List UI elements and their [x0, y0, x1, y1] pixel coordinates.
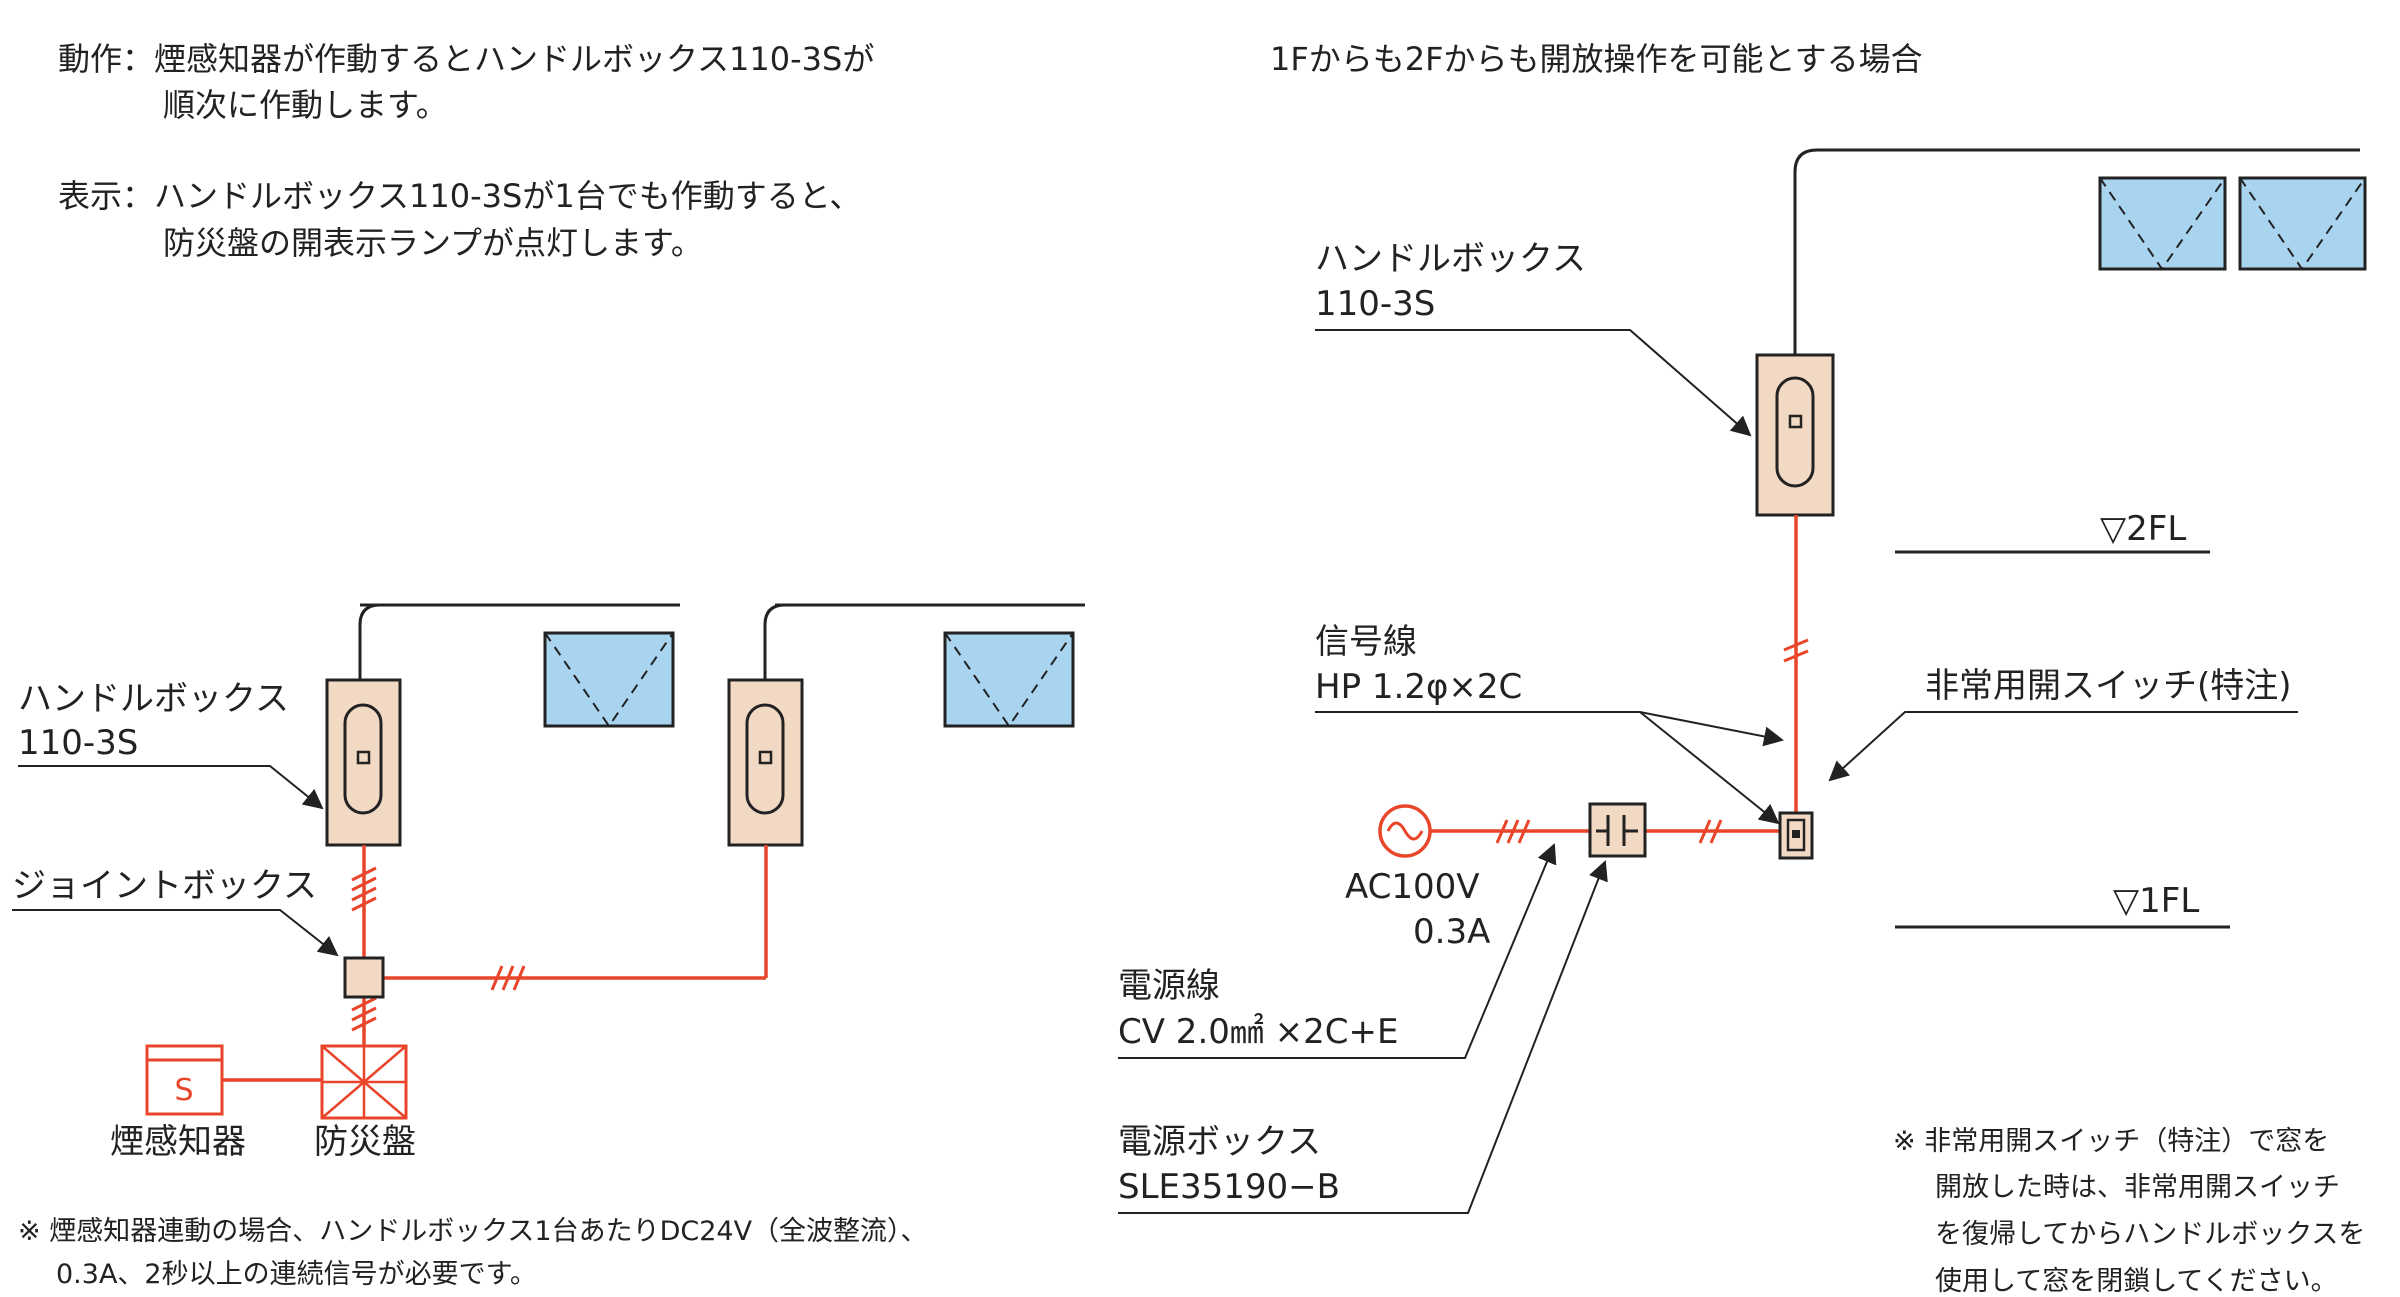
left-note-line-2: 0.3A、2秒以上の連続信号が必要です。 — [56, 1259, 537, 1290]
ac-label-2: 0.3A — [1413, 912, 1490, 952]
power-line-label-1: 電源線 — [1118, 966, 1220, 1006]
switch-leader — [1828, 711, 2298, 782]
left-wiring — [222, 845, 768, 1082]
right-handlebox-label-1: ハンドルボックス — [1315, 239, 1586, 279]
right-note-line-3: を復帰してからハンドルボックスを — [1935, 1219, 2365, 1250]
right-handlebox-leader — [1315, 329, 1752, 437]
floor-1-label: ▽1FL — [2113, 881, 2199, 921]
signal-leader-lower — [1639, 711, 1780, 825]
power-box-label-1: 電源ボックス — [1118, 1122, 1321, 1162]
window-left-1 — [358, 603, 680, 728]
window-right-1 — [2098, 176, 2227, 271]
right-title: 1Fからも2Fからも開放操作を可能とする場合 — [1270, 40, 1923, 78]
signal-line-label-1: 信号線 — [1315, 622, 1417, 662]
window-left-2 — [775, 603, 1085, 728]
smoke-detector-symbol: S — [174, 1073, 193, 1108]
ac-label-1: AC100V — [1345, 867, 1480, 907]
smoke-detector: S — [145, 1044, 224, 1116]
jointbox-label: ジョイントボックス — [12, 866, 317, 906]
signal-line-label-2: HP 1.2φ×2C — [1315, 667, 1522, 707]
operation-line-2: 順次に作動します。 — [163, 86, 448, 124]
right-note-line-4: 使用して窓を閉鎖してください。 — [1935, 1266, 2338, 1297]
left-handlebox-label-1: ハンドルボックス — [18, 679, 289, 719]
display-line-2: 防災盤の開表示ランプが点灯します。 — [163, 224, 703, 262]
right-note-line-2: 開放した時は、非常用開スイッチ — [1935, 1172, 2340, 1203]
right-cable — [1793, 148, 2360, 355]
right-wiring — [1430, 515, 1809, 844]
handle-box-left-1 — [325, 603, 402, 847]
disaster-panel-label: 防災盤 — [314, 1122, 416, 1162]
left-description: 動作：煙感知器が作動するとハンドルボックス110-3Sが 順次に作動します。 表… — [58, 40, 874, 262]
power-line-label-2: CV 2.0㎟ ×2C+E — [1118, 1012, 1399, 1052]
disaster-panel — [320, 1044, 408, 1120]
power-line-leader — [1118, 843, 1557, 1059]
power-box-label-2: SLE35190−B — [1118, 1167, 1340, 1207]
jointbox-leader — [12, 909, 339, 957]
right-handlebox-label-2: 110-3S — [1315, 284, 1435, 324]
joint-box — [343, 956, 385, 999]
signal-leader-upper — [1315, 711, 1784, 747]
operation-line-1: 動作：煙感知器が作動するとハンドルボックス110-3Sが — [58, 40, 874, 78]
handle-box-right — [1755, 353, 1835, 517]
left-note-line-1: ※ 煙感知器連動の場合、ハンドルボックス1台あたりDC24V（全波整流）、 — [18, 1216, 928, 1247]
left-handlebox-label-2: 110-3S — [18, 723, 138, 763]
left-handlebox-leader — [18, 765, 324, 810]
emergency-switch — [1778, 811, 1814, 860]
power-box-leader — [1118, 860, 1608, 1214]
handle-box-left-2 — [727, 603, 804, 847]
ac-source — [1378, 804, 1432, 858]
switch-label: 非常用開スイッチ(特注) — [1925, 666, 2292, 706]
right-note-line-1: ※ 非常用開スイッチ（特注）で窓を — [1893, 1126, 2329, 1157]
window-right-2 — [2238, 176, 2367, 271]
power-box — [1588, 802, 1647, 858]
display-line-1: 表示：ハンドルボックス110-3Sが1台でも作動すると、 — [58, 177, 861, 215]
smoke-detector-label: 煙感知器 — [110, 1122, 246, 1162]
floor-2-label: ▽2FL — [2100, 509, 2186, 549]
